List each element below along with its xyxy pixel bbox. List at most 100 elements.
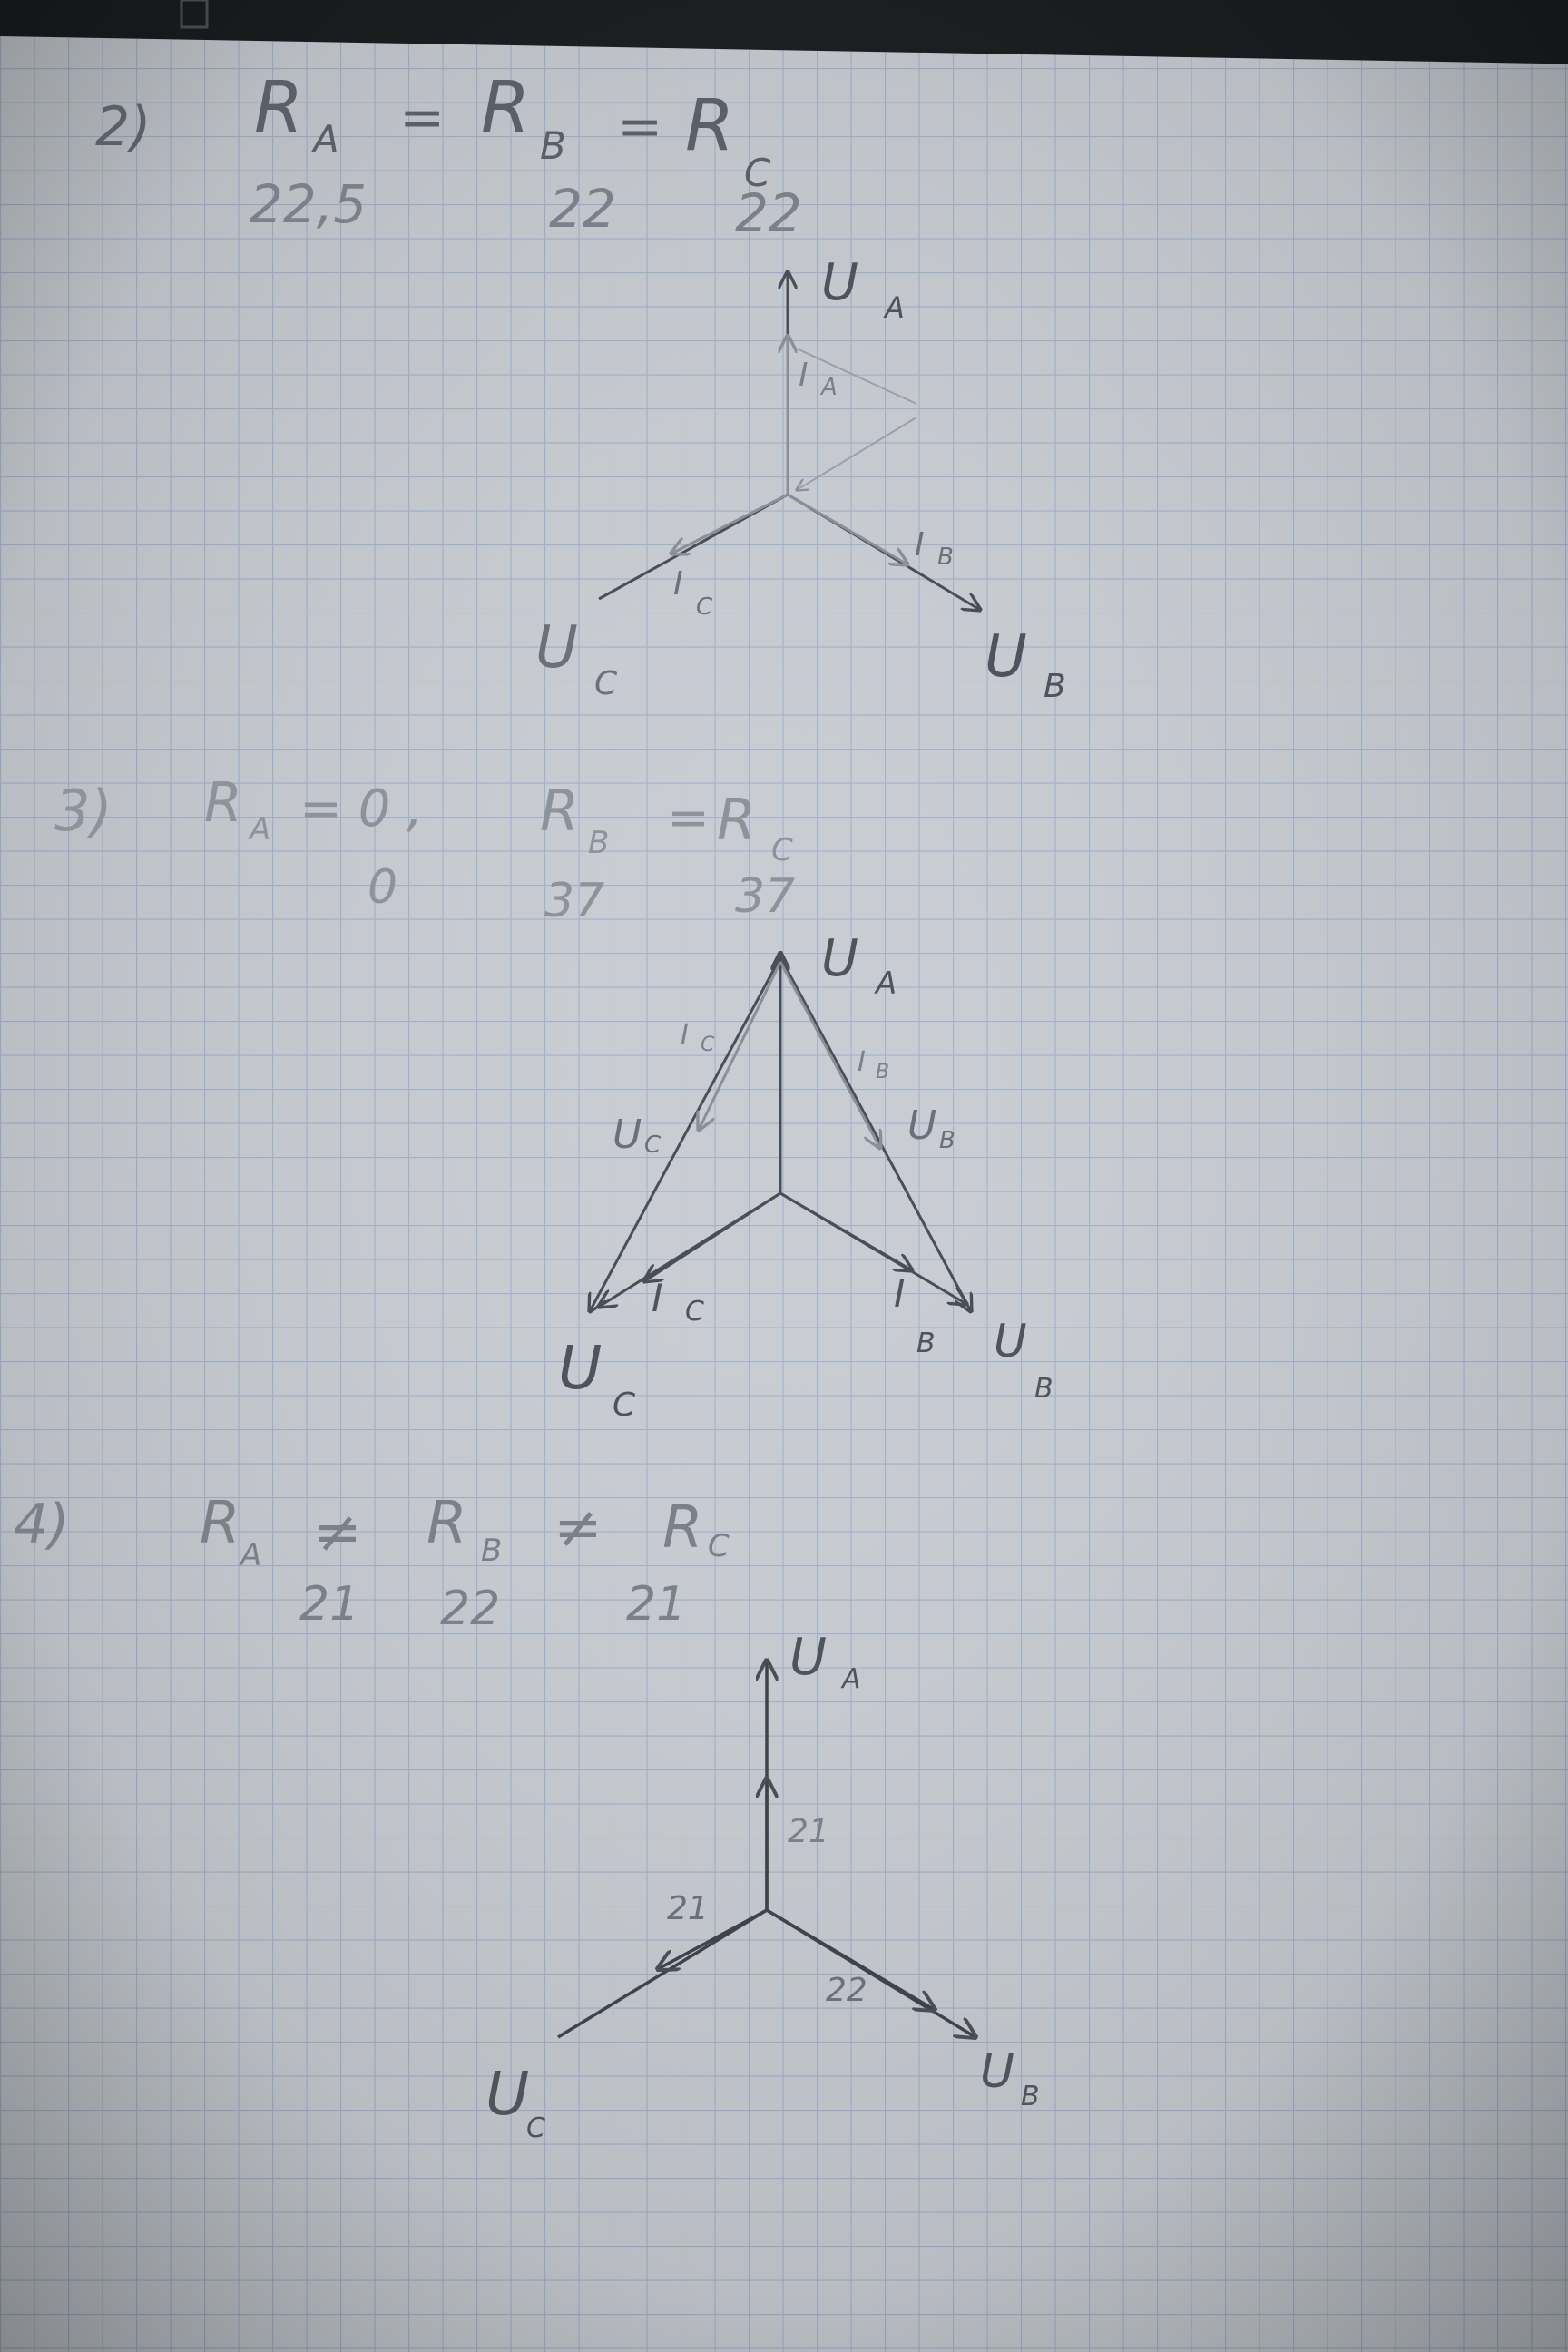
phasor-ib	[787, 493, 907, 564]
phasor-line-voltage-ac	[590, 956, 782, 1311]
svg-text:C: C	[701, 1034, 715, 1056]
section-2: 2) R A = R B = R C 22,5 22 22	[95, 67, 802, 244]
svg-text:B: B	[876, 1061, 889, 1083]
section-4-value-b: 22	[440, 1582, 500, 1636]
svg-text:C: C	[744, 151, 771, 195]
section-3-value-a: 0	[368, 860, 397, 915]
phasor-neutral-current	[797, 416, 917, 490]
section-4: 4) R A ≠ R B ≠ R C 21 22 21	[14, 1490, 730, 1636]
svg-text:B: B	[916, 1328, 936, 1359]
phasor-ic-upper	[699, 961, 782, 1130]
svg-text:C: C	[771, 832, 793, 868]
svg-text:≠: ≠	[554, 1494, 603, 1562]
phasor-ic	[658, 1908, 768, 1969]
svg-text:I: I	[915, 526, 925, 564]
svg-text:C: C	[685, 1296, 704, 1328]
section-4-value-c: 21	[626, 1577, 686, 1632]
svg-text:R: R	[254, 67, 303, 149]
svg-text:R: R	[717, 787, 756, 853]
svg-text:21: 21	[788, 1813, 829, 1850]
svg-text:=: =	[399, 86, 445, 150]
svg-text:B: B	[937, 544, 954, 571]
section-3-number: 3)	[54, 778, 113, 844]
svg-text:I: I	[799, 357, 808, 394]
svg-text:=: =	[617, 95, 662, 159]
phasor-ib	[779, 1191, 912, 1270]
svg-text:I: I	[858, 1046, 866, 1078]
svg-text:U: U	[612, 1112, 642, 1158]
svg-text:C: C	[696, 593, 713, 621]
svg-text:A: A	[239, 1537, 261, 1573]
section-4-number: 4)	[14, 1493, 70, 1556]
svg-text:B: B	[481, 1533, 502, 1569]
svg-text:U: U	[994, 1315, 1027, 1367]
svg-text:B: B	[1044, 668, 1066, 705]
svg-text:A: A	[840, 1663, 861, 1695]
section-4-labels: U A 21 21 22 U B U C	[485, 1628, 1040, 2144]
section-4-phasor-diagram	[557, 1661, 975, 2039]
svg-text:I: I	[894, 1271, 905, 1316]
svg-text:B: B	[588, 825, 609, 861]
section-2-value-c: 22	[735, 182, 802, 244]
svg-text:I: I	[673, 565, 683, 603]
svg-text:U: U	[980, 2044, 1014, 2099]
section-2-value-a: 22,5	[250, 173, 367, 235]
section-2-value-b: 22	[549, 178, 616, 240]
svg-text:U: U	[789, 1628, 827, 1687]
svg-text:R: R	[481, 67, 530, 149]
svg-text:R: R	[540, 778, 579, 844]
section-2-phasor-diagram	[598, 272, 980, 610]
phasor-ib	[766, 1908, 935, 2010]
svg-text:U: U	[985, 623, 1027, 691]
svg-text:R: R	[426, 1490, 466, 1557]
svg-text:C: C	[526, 2112, 545, 2144]
svg-text:U: U	[821, 929, 858, 988]
section-2-labels: U A I A I B I C U B U C	[535, 253, 1066, 705]
svg-text:=: =	[667, 789, 710, 848]
phasor-ic	[671, 493, 789, 554]
svg-text:B: B	[1034, 1373, 1054, 1405]
svg-text:≠: ≠	[313, 1499, 362, 1566]
section-3-formula: R A = 0 , R B = R C	[204, 771, 793, 868]
section-3-phasor-diagram	[590, 953, 971, 1311]
svg-text:22: 22	[826, 1972, 867, 2009]
svg-text:R: R	[685, 85, 734, 167]
svg-text:I: I	[652, 1276, 662, 1320]
svg-text:A: A	[248, 811, 270, 848]
section-2-formula: R A = R B = R C	[254, 67, 771, 195]
svg-text:U: U	[907, 1102, 936, 1149]
svg-text:B: B	[939, 1127, 956, 1154]
phasor-ib-upper	[779, 961, 880, 1148]
section-4-formula: R A ≠ R B ≠ R C	[200, 1490, 730, 1573]
svg-text:C: C	[708, 1528, 730, 1564]
svg-text:A: A	[310, 117, 339, 162]
svg-text:B: B	[1021, 2081, 1040, 2112]
svg-text:U: U	[821, 253, 858, 312]
svg-text:U: U	[485, 2059, 529, 2129]
section-3-value-c: 37	[735, 869, 795, 924]
svg-text:C: C	[612, 1387, 636, 1424]
svg-text:C: C	[594, 665, 618, 702]
svg-text:I: I	[681, 1019, 689, 1051]
section-2-number: 2)	[95, 95, 152, 159]
svg-text:U: U	[535, 614, 578, 681]
svg-text:R: R	[204, 771, 242, 835]
svg-text:A: A	[883, 290, 905, 325]
phasor-ia-sum	[798, 348, 917, 405]
svg-text:21: 21	[667, 1890, 709, 1927]
svg-text:A: A	[819, 374, 838, 401]
svg-text:C: C	[644, 1132, 662, 1159]
phasor-uc	[557, 1908, 768, 2039]
phasor-ic	[644, 1191, 781, 1281]
svg-text:A: A	[874, 965, 897, 1002]
section-3-labels: U A I C U C I B U B I C I B U B U C	[558, 929, 1054, 1424]
svg-text:B: B	[540, 123, 566, 168]
svg-text:U: U	[558, 1333, 602, 1403]
section-3: 3) R A = 0 , R B = R C 0 37 37	[54, 771, 795, 928]
svg-text:R: R	[200, 1490, 240, 1557]
svg-text:R: R	[662, 1494, 702, 1562]
section-3-value-b: 37	[544, 874, 604, 928]
section-4-value-a: 21	[299, 1577, 359, 1632]
